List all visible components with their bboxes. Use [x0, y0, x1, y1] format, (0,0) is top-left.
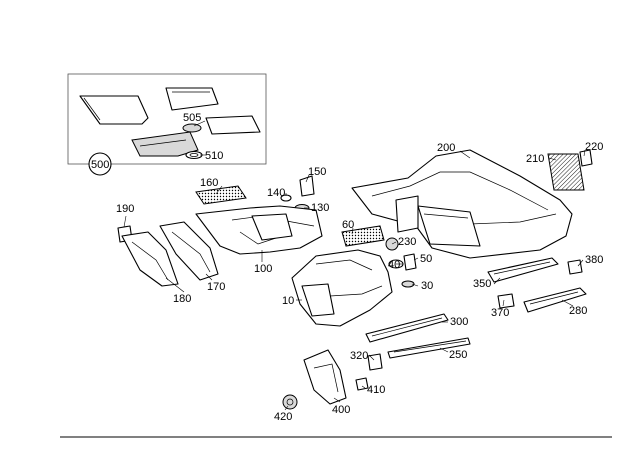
insulation-pad-160	[195, 185, 247, 205]
clip-220	[579, 149, 593, 167]
label-210: 210	[526, 153, 544, 165]
clip-380	[567, 259, 583, 275]
label-150: 150	[308, 166, 326, 178]
label-380: 380	[585, 254, 603, 266]
callout-circle-500	[88, 152, 112, 176]
label-100: 100	[254, 263, 272, 275]
cap-420	[282, 394, 298, 410]
mat-clip-505	[182, 123, 202, 133]
label-190: 190	[116, 203, 134, 215]
sill-plate-300	[365, 313, 449, 343]
label-230: 230	[398, 236, 416, 248]
bracket-50	[403, 253, 417, 271]
floor-mat-set	[67, 73, 267, 176]
label-180: 180	[173, 293, 191, 305]
side-trim-180	[121, 231, 179, 287]
floor-mat-rear-right	[205, 115, 261, 135]
floor-mat-set-frame	[67, 73, 267, 165]
sill-plate-250	[387, 337, 471, 359]
label-10: 10	[282, 295, 294, 307]
label-130: 130	[311, 202, 329, 214]
label-410: 410	[367, 384, 385, 396]
rear-carpet-10	[291, 249, 393, 327]
mat-fastener-510	[185, 150, 203, 160]
leader-lines	[123, 120, 586, 411]
sill-plate-350	[487, 257, 559, 283]
label-200: 200	[437, 142, 455, 154]
clip-370	[497, 293, 515, 309]
floor-mat-front-right	[165, 87, 219, 111]
insulation-mat-210	[547, 153, 585, 191]
label-505: 505	[183, 112, 201, 124]
label-60: 60	[342, 219, 354, 231]
bracket-320	[367, 353, 383, 371]
main-floor-carpet	[351, 149, 573, 259]
label-220: 220	[585, 141, 603, 153]
grommet-30	[401, 280, 415, 288]
label-40: 40	[388, 259, 400, 271]
label-250: 250	[449, 349, 467, 361]
label-30: 30	[421, 280, 433, 292]
label-510: 510	[205, 150, 223, 162]
callout-labels: 500 505 510 200 210 220 160 150 140 130 …	[91, 112, 603, 423]
label-280: 280	[569, 305, 587, 317]
label-160: 160	[200, 177, 218, 189]
front-carpet-100	[195, 205, 323, 255]
clip-410	[355, 377, 369, 391]
floor-mat-front-left	[79, 95, 149, 125]
label-170: 170	[207, 281, 225, 293]
label-350: 350	[473, 278, 491, 290]
label-320: 320	[350, 350, 368, 362]
side-panel-170	[159, 221, 219, 281]
label-500: 500	[91, 159, 109, 171]
label-300: 300	[450, 316, 468, 328]
label-400: 400	[332, 404, 350, 416]
label-370: 370	[491, 307, 509, 319]
label-140: 140	[267, 187, 285, 199]
label-420: 420	[274, 411, 292, 423]
label-50: 50	[420, 253, 432, 265]
trim-panel-400	[303, 349, 347, 405]
